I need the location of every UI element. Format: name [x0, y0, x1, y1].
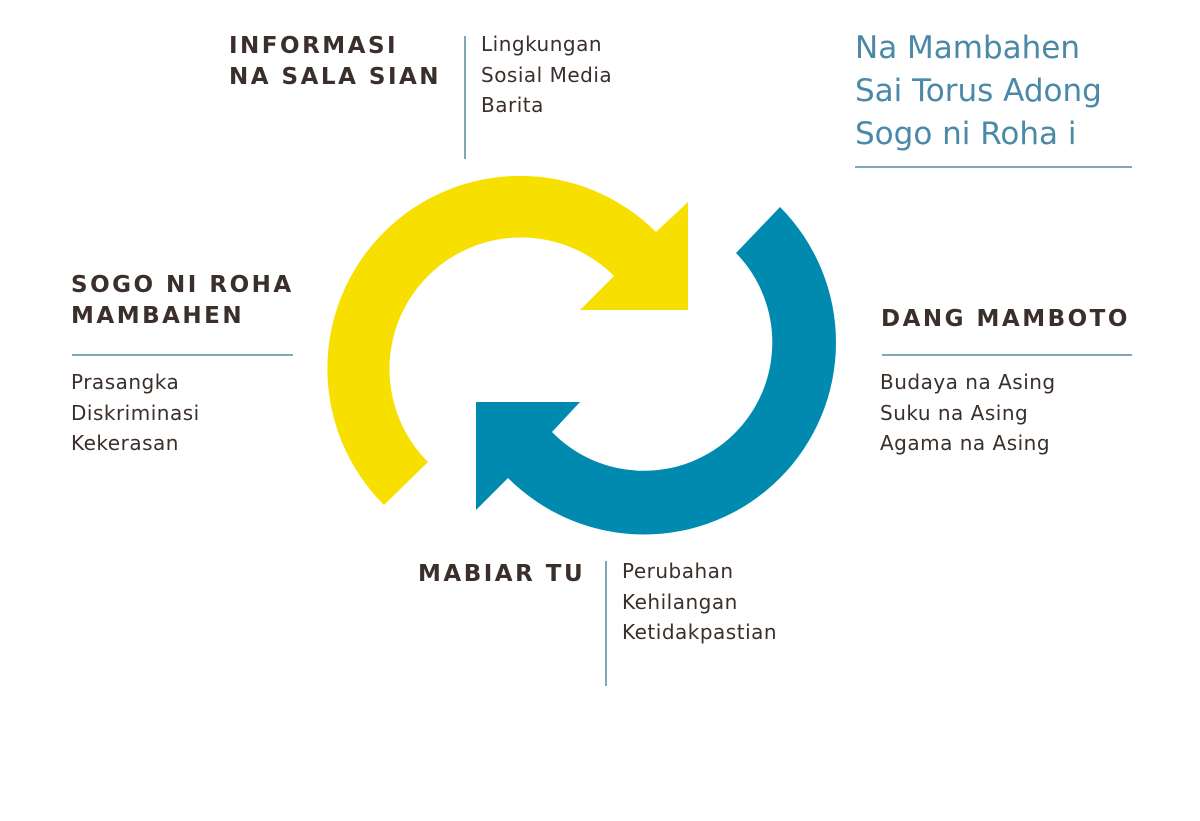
divider-right: [882, 354, 1132, 356]
list-item: Sosial Media: [481, 62, 613, 87]
heading-line: MAMBAHEN: [71, 303, 245, 329]
divider-left: [72, 354, 293, 356]
heading-line: SOGO NI ROHA: [71, 272, 294, 298]
list-item: Diskriminasi: [71, 400, 200, 425]
list-item: Suku na Asing: [880, 400, 1029, 425]
heading-line: NA SALA SIAN: [229, 64, 442, 90]
divider-top: [464, 36, 466, 159]
blue-arrow-icon: [476, 207, 836, 535]
title-line: Sai Torus Adong: [855, 73, 1102, 109]
diagram-title: Na Mambahen Sai Torus Adong Sogo ni Roha…: [855, 27, 1102, 156]
list-item: Agama na Asing: [880, 431, 1051, 455]
list-item: Barita: [481, 93, 544, 117]
title-line: Sogo ni Roha i: [855, 116, 1077, 152]
list-item: Prasangka: [71, 370, 180, 394]
node-heading-mabiar-tu: MABIAR TU: [418, 559, 585, 590]
list-item: Ketidakpastian: [622, 620, 778, 644]
node-heading-sogo: SOGO NI ROHA MAMBAHEN: [71, 270, 294, 332]
heading-line: INFORMASI: [229, 33, 399, 59]
title-underline: [855, 166, 1132, 168]
divider-bottom: [605, 561, 607, 686]
list-item: Lingkungan: [481, 32, 603, 56]
list-item: Kehilangan: [622, 589, 738, 614]
title-line: Na Mambahen: [855, 30, 1081, 66]
node-items-informasi: Lingkungan Sosial Media Barita: [481, 29, 612, 121]
heading-line: DANG MAMBOTO: [881, 306, 1130, 332]
node-items-dang-mamboto: Budaya na Asing Suku na Asing Agama na A…: [880, 367, 1056, 459]
node-items-sogo: Prasangka Diskriminasi Kekerasan: [71, 367, 200, 459]
list-item: Kekerasan: [71, 431, 179, 455]
list-item: Budaya na Asing: [880, 370, 1056, 394]
list-item: Perubahan: [622, 559, 734, 583]
node-items-mabiar-tu: Perubahan Kehilangan Ketidakpastian: [622, 556, 777, 648]
yellow-arrow-icon: [327, 175, 688, 505]
node-heading-informasi: INFORMASI NA SALA SIAN: [229, 31, 441, 93]
node-heading-dang-mamboto: DANG MAMBOTO: [881, 304, 1130, 335]
heading-line: MABIAR TU: [418, 561, 586, 587]
